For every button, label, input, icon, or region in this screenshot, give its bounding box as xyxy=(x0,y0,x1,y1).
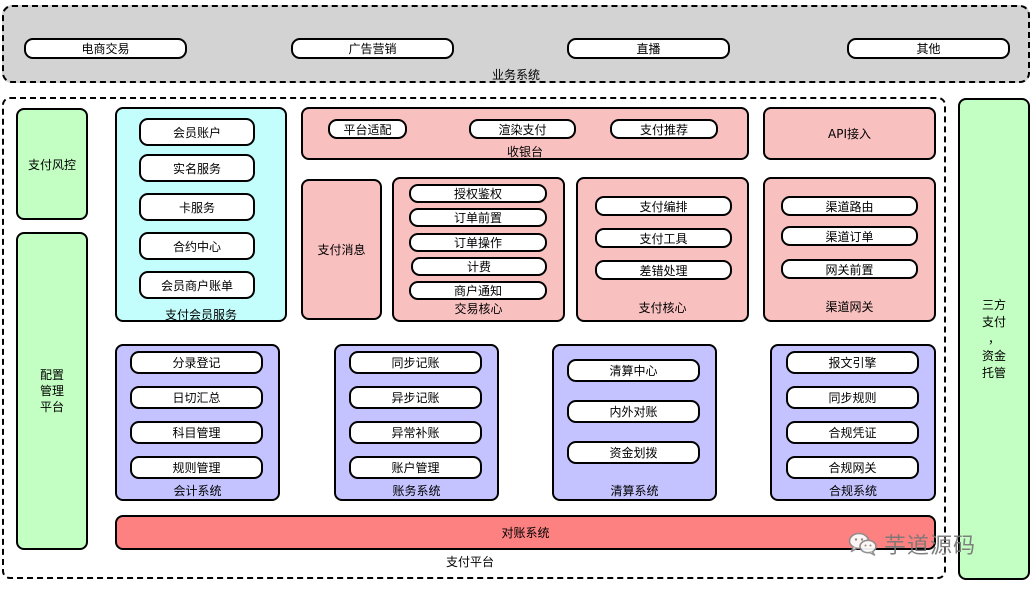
channel-gateway-box: 渠道路由 渠道订单 网关前置 渠道网关 xyxy=(763,177,936,322)
compliance-item-sync-rules: 同步规则 xyxy=(786,386,919,409)
channel-item-gateway-front: 网关前置 xyxy=(781,259,918,279)
trade-core-title: 交易核心 xyxy=(454,302,503,316)
pay-item-error: 差错处理 xyxy=(595,260,732,280)
watermark-text: 芋道源码 xyxy=(884,534,977,559)
reconcile-system-label: 对账系统 xyxy=(501,526,550,540)
business-item-live: 直播 xyxy=(567,38,730,59)
payment-platform-region xyxy=(2,97,946,579)
member-item-bill: 会员商户账单 xyxy=(139,271,255,299)
channel-item-order: 渠道订单 xyxy=(781,226,918,246)
member-service-title: 支付会员服务 xyxy=(164,308,237,322)
ledger-item-sync: 同步记账 xyxy=(349,351,482,374)
business-item-advertising: 广告营销 xyxy=(291,38,454,59)
third-party-line-5: 托管 xyxy=(981,365,1006,380)
risk-control-box: 支付风控 xyxy=(16,108,88,220)
compliance-system-title: 合规系统 xyxy=(828,484,877,498)
accounting-system-box: 分录登记 日切汇总 科目管理 规则管理 会计系统 xyxy=(115,344,280,501)
reconcile-system-bar: 对账系统 xyxy=(115,515,936,550)
member-service-box: 会员账户 实名服务 卡服务 合约中心 会员商户账单 支付会员服务 xyxy=(115,107,287,322)
business-system-title: 业务系统 xyxy=(491,68,540,82)
member-item-contract: 合约中心 xyxy=(139,232,255,260)
channel-item-routing: 渠道路由 xyxy=(781,196,918,216)
ledger-system-box: 同步记账 异步记账 异常补账 账户管理 账务系统 xyxy=(334,344,499,501)
accounting-item-entry: 分录登记 xyxy=(130,351,263,374)
clearing-item-transfer: 资金划拨 xyxy=(567,441,700,464)
trade-item-notify: 商户通知 xyxy=(409,281,547,300)
clearing-system-title: 清算系统 xyxy=(610,484,659,498)
trade-item-order-front: 订单前置 xyxy=(409,208,547,227)
member-item-realname: 实名服务 xyxy=(139,154,255,182)
third-party-line-3: ， xyxy=(987,331,1000,346)
third-party-line-2: 支付 xyxy=(981,314,1006,329)
pay-item-orchestration: 支付编排 xyxy=(595,196,732,216)
risk-control-label: 支付风控 xyxy=(27,157,76,172)
trade-core-box: 授权鉴权 订单前置 订单操作 计费 商户通知 交易核心 xyxy=(392,177,565,322)
api-access-box: API接入 xyxy=(763,107,936,160)
accounting-system-title: 会计系统 xyxy=(173,484,222,498)
config-platform-box: 配置 管理 平台 xyxy=(16,232,88,550)
trade-item-order-op: 订单操作 xyxy=(409,233,547,252)
pay-core-title: 支付核心 xyxy=(638,301,687,315)
member-item-card: 卡服务 xyxy=(139,193,255,221)
payment-message-label: 支付消息 xyxy=(317,243,366,257)
trade-item-billing: 计费 xyxy=(411,257,547,276)
third-party-line-1: 三方 xyxy=(981,297,1006,312)
ledger-item-account: 账户管理 xyxy=(349,456,482,479)
clearing-system-box: 清算中心 内外对账 资金划拨 清算系统 xyxy=(552,344,717,501)
business-item-other: 其他 xyxy=(847,38,1010,59)
payment-platform-title: 支付平台 xyxy=(445,555,494,569)
cashier-item-adapter: 平台适配 xyxy=(328,119,407,139)
cashier-box: 平台适配 渲染支付 支付推荐 收银台 xyxy=(301,107,749,160)
compliance-item-gateway: 合规网关 xyxy=(786,456,919,479)
ledger-item-exception: 异常补账 xyxy=(349,421,482,444)
config-platform-line-2: 管理 xyxy=(39,384,64,398)
api-access-label: API接入 xyxy=(828,127,871,141)
cashier-item-render: 渲染支付 xyxy=(469,119,576,139)
clearing-item-center: 清算中心 xyxy=(567,359,700,382)
accounting-item-subject: 科目管理 xyxy=(130,421,263,444)
compliance-system-box: 报文引擎 同步规则 合规凭证 合规网关 合规系统 xyxy=(770,344,936,501)
third-party-box: 三方 支付 ， 资金 托管 xyxy=(958,98,1030,580)
pay-item-tools: 支付工具 xyxy=(595,228,732,248)
ledger-item-async: 异步记账 xyxy=(349,386,482,409)
member-item-account: 会员账户 xyxy=(139,118,255,146)
payment-message-box: 支付消息 xyxy=(301,179,382,320)
clearing-item-reconcile: 内外对账 xyxy=(567,400,700,423)
channel-gateway-title: 渠道网关 xyxy=(825,300,874,314)
cashier-title: 收银台 xyxy=(506,145,543,159)
ledger-system-title: 账务系统 xyxy=(392,484,441,498)
wechat-icon xyxy=(848,532,877,556)
watermark: 芋道源码 xyxy=(848,528,1008,560)
accounting-item-daily: 日切汇总 xyxy=(130,386,263,409)
compliance-item-engine: 报文引擎 xyxy=(786,351,919,374)
business-item-ecommerce: 电商交易 xyxy=(24,38,187,59)
compliance-item-voucher: 合规凭证 xyxy=(786,421,919,444)
pay-core-box: 支付编排 支付工具 差错处理 支付核心 xyxy=(576,177,749,322)
trade-item-auth: 授权鉴权 xyxy=(409,184,547,203)
accounting-item-rules: 规则管理 xyxy=(130,456,263,479)
cashier-item-recommend: 支付推荐 xyxy=(610,119,718,139)
config-platform-line-1: 配置 xyxy=(39,368,64,382)
third-party-line-4: 资金 xyxy=(981,348,1006,363)
config-platform-line-3: 平台 xyxy=(39,400,64,414)
